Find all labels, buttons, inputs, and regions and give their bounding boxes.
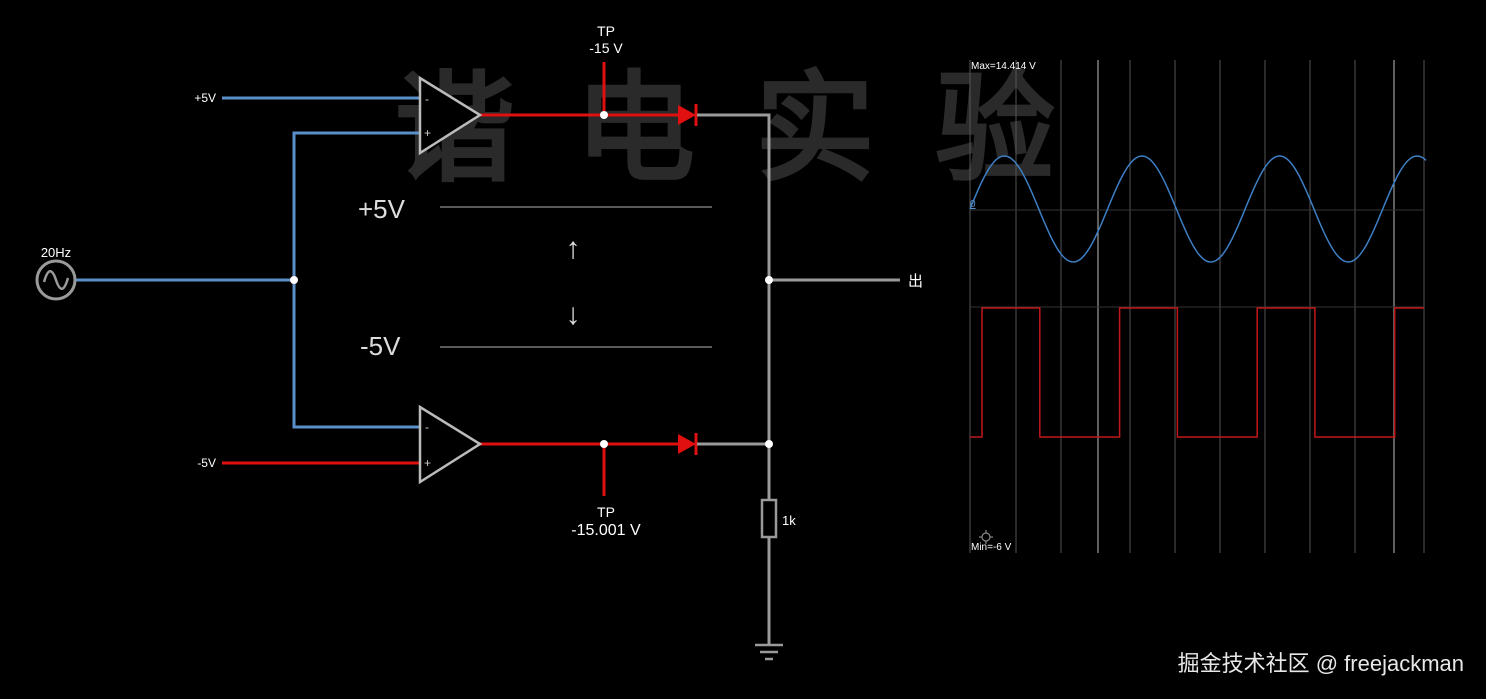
ref-label-minus5: -5V: [197, 456, 216, 470]
gray-wires: [697, 113, 900, 645]
red-wires: [222, 62, 682, 496]
resistor: [760, 498, 778, 539]
ac-source-icon: [35, 259, 77, 301]
svg-text:-: -: [425, 92, 429, 106]
blue-wires: [76, 96, 420, 429]
output-label: 出: [908, 273, 923, 290]
scope-max-label: Max=14.414 V: [971, 61, 1036, 72]
window-down-arrow: ↓: [566, 298, 581, 331]
opamp-top: - +: [418, 75, 483, 156]
scope-min-label: Min=-6 V: [971, 542, 1012, 553]
square-trace: [970, 307, 1424, 438]
window-up-arrow: ↑: [566, 232, 581, 265]
source-frequency-label: 20Hz: [41, 245, 71, 260]
sine-trace: [969, 155, 1427, 263]
probe-top-value: -15 V: [589, 40, 623, 56]
credit-watermark: 掘金技术社区 @ freejackman: [1178, 651, 1464, 676]
svg-text:-: -: [425, 420, 429, 434]
diode-top: [678, 104, 698, 126]
gear-icon[interactable]: [979, 530, 993, 544]
opamp-bottom: - +: [418, 404, 483, 485]
watermark: 谐电实验: [395, 62, 1115, 196]
probe-bottom-value: -15.001 V: [571, 522, 641, 539]
svg-text:+: +: [424, 126, 431, 140]
oscilloscope: Max=14.414 V 0 Min=-6 V: [969, 60, 1427, 553]
resistor-label: 1k: [782, 513, 796, 528]
ref-label-plus5: +5V: [194, 91, 216, 105]
window-lower-label: -5V: [360, 331, 401, 361]
junction-dot: [290, 276, 298, 284]
probe-node-top: [600, 111, 608, 119]
bottom-node: [765, 440, 773, 448]
scope-zero-label: 0: [970, 199, 976, 210]
probe-node-bottom: [600, 440, 608, 448]
diode-bottom: [678, 433, 698, 455]
output-node: [765, 276, 773, 284]
probe-bottom-label: TP: [597, 504, 615, 520]
probe-top-label: TP: [597, 23, 615, 39]
window-upper-label: +5V: [358, 194, 406, 224]
wire-top-diode-to-node: [697, 113, 771, 500]
ground-icon: [755, 643, 783, 661]
svg-text:+: +: [424, 456, 431, 470]
